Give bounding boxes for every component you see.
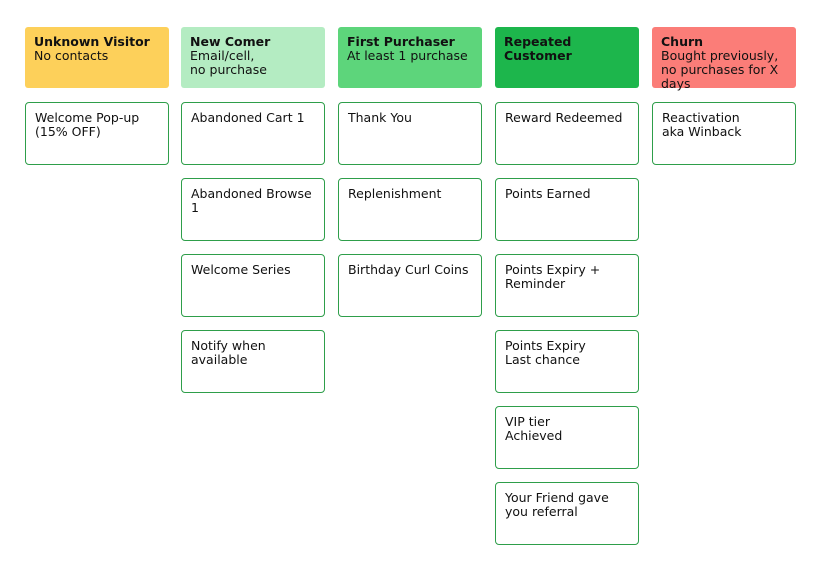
flow-card[interactable]: Notify when available [181,330,325,393]
column-first-purchaser: First Purchaser At least 1 purchase Than… [338,27,482,317]
column-new-comer: New Comer Email/cell, no purchase Abando… [181,27,325,393]
column-title: Churn [661,34,704,49]
column-header: Churn Bought previously, no purchases fo… [652,27,796,91]
flow-card[interactable]: Reactivation aka Winback [652,102,796,165]
column-header: First Purchaser At least 1 purchase [338,27,482,88]
flow-card[interactable]: VIP tier Achieved [495,406,639,469]
flow-card[interactable]: Thank You [338,102,482,165]
flow-card[interactable]: Abandoned Browse 1 [181,178,325,241]
flow-card[interactable]: Points Expiry + Reminder [495,254,639,317]
column-subtitle: Email/cell, no purchase [190,48,267,77]
column-title: New Comer [190,34,271,49]
column-title: Unknown Visitor [34,34,150,49]
flow-card[interactable]: Welcome Pop-up (15% OFF) [25,102,169,165]
flow-card[interactable]: Reward Redeemed [495,102,639,165]
column-subtitle: At least 1 purchase [347,48,468,63]
flow-card[interactable]: Abandoned Cart 1 [181,102,325,165]
column-title: First Purchaser [347,34,455,49]
column-repeated-customer: Repeated Customer Reward Redeemed Points… [495,27,639,545]
column-header: Unknown Visitor No contacts [25,27,169,88]
flow-card[interactable]: Birthday Curl Coins [338,254,482,317]
flow-card[interactable]: Points Expiry Last chance [495,330,639,393]
flow-card[interactable]: Welcome Series [181,254,325,317]
flow-card[interactable]: Your Friend gave you referral [495,482,639,545]
column-title: Repeated Customer [504,34,572,63]
flow-card[interactable]: Points Earned [495,178,639,241]
flow-card[interactable]: Replenishment [338,178,482,241]
column-header: Repeated Customer [495,27,639,88]
column-subtitle: Bought previously, no purchases for X da… [661,48,779,91]
column-churn: Churn Bought previously, no purchases fo… [652,27,796,165]
column-unknown-visitor: Unknown Visitor No contacts Welcome Pop-… [25,27,169,165]
column-subtitle: No contacts [34,48,109,63]
column-header: New Comer Email/cell, no purchase [181,27,325,88]
